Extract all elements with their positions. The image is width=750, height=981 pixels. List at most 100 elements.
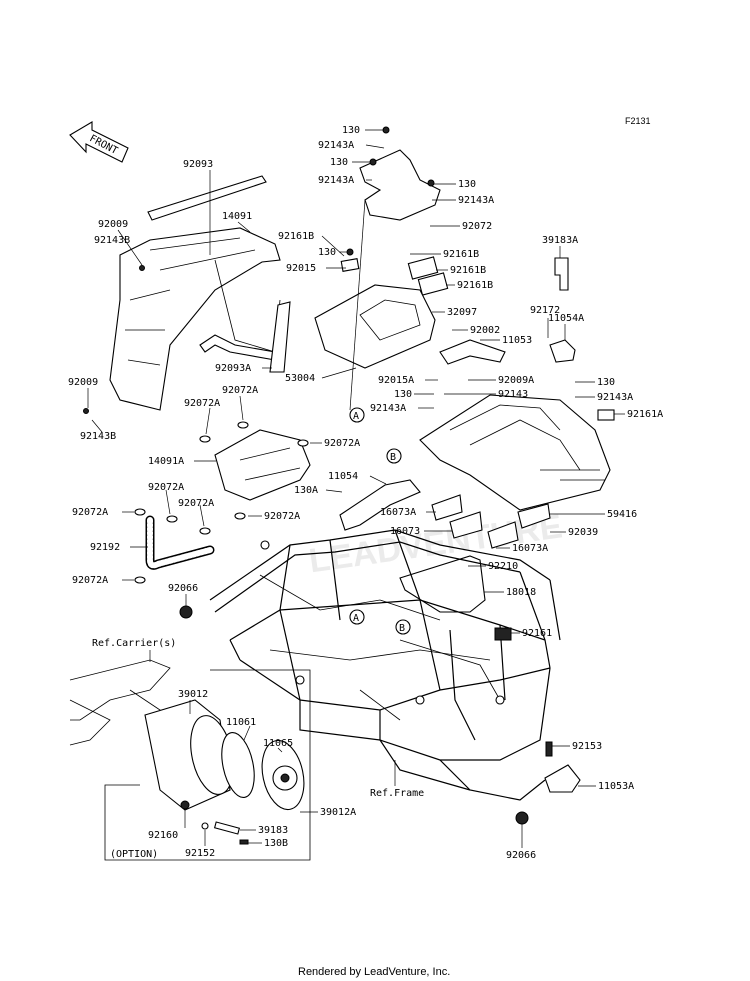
bolt-92143b-bottom: [83, 408, 89, 414]
part-labels: 130 92143A 130 92143A 130 92143A 92072 9…: [68, 125, 663, 861]
bolt-130-4: [346, 248, 354, 256]
marker-b-frame: B: [395, 619, 411, 635]
label-39012: 39012: [178, 689, 208, 700]
label-11054: 11054: [328, 471, 358, 482]
bolt-130b: [239, 839, 249, 845]
label-92015a: 92015A: [378, 375, 414, 386]
label-92143b: 92143B: [80, 431, 116, 442]
bolt-92153: [545, 741, 553, 757]
label-92161b: 92161B: [443, 249, 479, 260]
label-92161b: 92161B: [278, 231, 314, 242]
option-box: [104, 669, 311, 861]
washer-92152: [201, 822, 209, 830]
label-53004: 53004: [285, 373, 315, 384]
hose-92192: [145, 515, 215, 570]
label-16073a: 16073A: [512, 543, 548, 554]
label-92161a: 92161A: [627, 409, 663, 420]
label-92072a: 92072A: [324, 438, 360, 449]
stay-39183a: [554, 257, 569, 291]
label-92072a: 92072A: [72, 575, 108, 586]
label-92072a: 92072A: [184, 398, 220, 409]
bracket-92072: [359, 149, 441, 221]
pad-92161b-b: [407, 256, 439, 280]
tray-32097: [314, 284, 436, 369]
label-11061: 11061: [226, 717, 256, 728]
marker-a-frame: A: [349, 609, 365, 625]
leader-lines: [87, 129, 625, 848]
label-130: 130: [394, 389, 412, 400]
case-39012: [144, 699, 234, 811]
pad-92161a: [597, 409, 615, 421]
label-92009a: 92009A: [498, 375, 534, 386]
label-39183a: 39183A: [542, 235, 578, 246]
label-92072a: 92072A: [178, 498, 214, 509]
label-92009: 92009: [98, 219, 128, 230]
bracket-11054: [339, 479, 421, 531]
stay-39183: [213, 821, 241, 835]
bracket-11053a: [544, 764, 581, 793]
label-92009: 92009: [68, 377, 98, 388]
label-92072a: 92072A: [264, 511, 300, 522]
label-92143b: 92143B: [94, 235, 130, 246]
option-label: (OPTION): [110, 849, 158, 860]
label-92039: 92039: [568, 527, 598, 538]
label-92210: 92210: [488, 561, 518, 572]
main-frame: [209, 529, 561, 801]
marker-a-top: A: [349, 407, 365, 423]
bracket-11053: [439, 339, 506, 365]
label-92143a: 92143A: [318, 175, 354, 186]
rail-92093: [147, 175, 267, 221]
label-92172: 92172: [530, 305, 560, 316]
bolt-130-3: [427, 179, 435, 187]
label-92161b: 92161B: [457, 280, 493, 291]
diagram-id: F2131: [625, 116, 651, 126]
label-14091a: 14091A: [148, 456, 184, 467]
guard-18018: [399, 555, 486, 613]
label-16073a: 16073A: [380, 507, 416, 518]
label-92161b: 92161B: [450, 265, 486, 276]
ref-carrier: Ref.Carrier(s): [92, 638, 176, 649]
label-14091: 14091: [222, 211, 252, 222]
label-92072a: 92072A: [148, 482, 184, 493]
label-18018: 18018: [506, 587, 536, 598]
marker-b-top: B: [386, 448, 402, 464]
cover-11065: [261, 739, 305, 811]
label-39012a: 39012A: [320, 807, 356, 818]
label-92192: 92192: [90, 542, 120, 553]
label-92143a: 92143A: [597, 392, 633, 403]
bolt-130-2: [369, 158, 377, 166]
label-92153: 92153: [572, 741, 602, 752]
svg-text:A: A: [353, 613, 359, 624]
svg-text:A: A: [353, 411, 359, 422]
clamps-92072a: [134, 421, 309, 584]
bar-92093a: [269, 301, 291, 373]
label-92072a: 92072A: [72, 507, 108, 518]
label-130: 130: [330, 157, 348, 168]
svg-text:B: B: [399, 623, 405, 634]
label-130: 130: [318, 247, 336, 258]
label-11054a: 11054A: [548, 313, 584, 324]
pad-92161b-a: [340, 258, 360, 272]
label-11053: 11053: [502, 335, 532, 346]
label-32097: 32097: [447, 307, 477, 318]
label-92152: 92152: [185, 848, 215, 859]
plates-16073: [431, 494, 551, 549]
label-92143a: 92143A: [370, 403, 406, 414]
label-92143a: 92143A: [318, 140, 354, 151]
bracket-11054a: [549, 339, 576, 363]
label-92002: 92002: [470, 325, 500, 336]
label-130: 130: [342, 125, 360, 136]
cap-92161: [494, 627, 512, 641]
label-92093a: 92093A: [215, 363, 251, 374]
front-direction-arrow-icon: FRONT: [69, 121, 129, 163]
label-11065: 11065: [263, 738, 293, 749]
ring-11061: [221, 732, 255, 798]
fender-14091: [109, 227, 281, 411]
label-130: 130: [597, 377, 615, 388]
label-11053a: 11053A: [598, 781, 634, 792]
grommet-92066-top: [179, 605, 193, 619]
nut-92160: [180, 800, 190, 810]
label-92072a: 92072A: [222, 385, 258, 396]
